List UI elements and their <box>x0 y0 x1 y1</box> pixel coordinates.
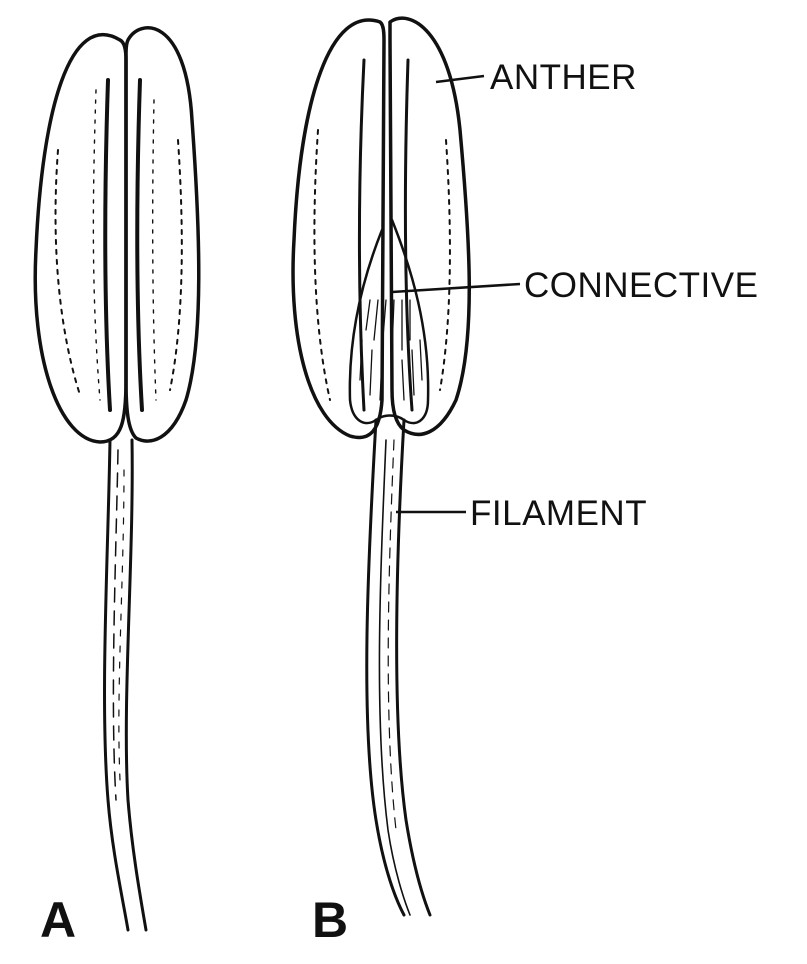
stamen-b <box>293 18 469 915</box>
connective-label: CONNECTIVE <box>524 268 758 303</box>
leader-lines <box>392 76 520 512</box>
panel-b-label: B <box>312 895 348 945</box>
stamen-b-anther-right-lobe <box>390 18 469 434</box>
filament-label: FILAMENT <box>470 496 647 531</box>
connective-leader-line <box>392 284 520 292</box>
stamen-a <box>35 28 199 930</box>
stamen-a-filament <box>105 440 146 930</box>
anther-label: ANTHER <box>490 60 637 95</box>
stamen-a-anther-right-lobe <box>126 28 199 441</box>
panel-a-label: A <box>40 895 76 945</box>
anther-leader-line <box>436 76 484 82</box>
stamen-a-anther-left-lobe <box>35 35 126 442</box>
stamen-b-filament <box>367 420 430 915</box>
